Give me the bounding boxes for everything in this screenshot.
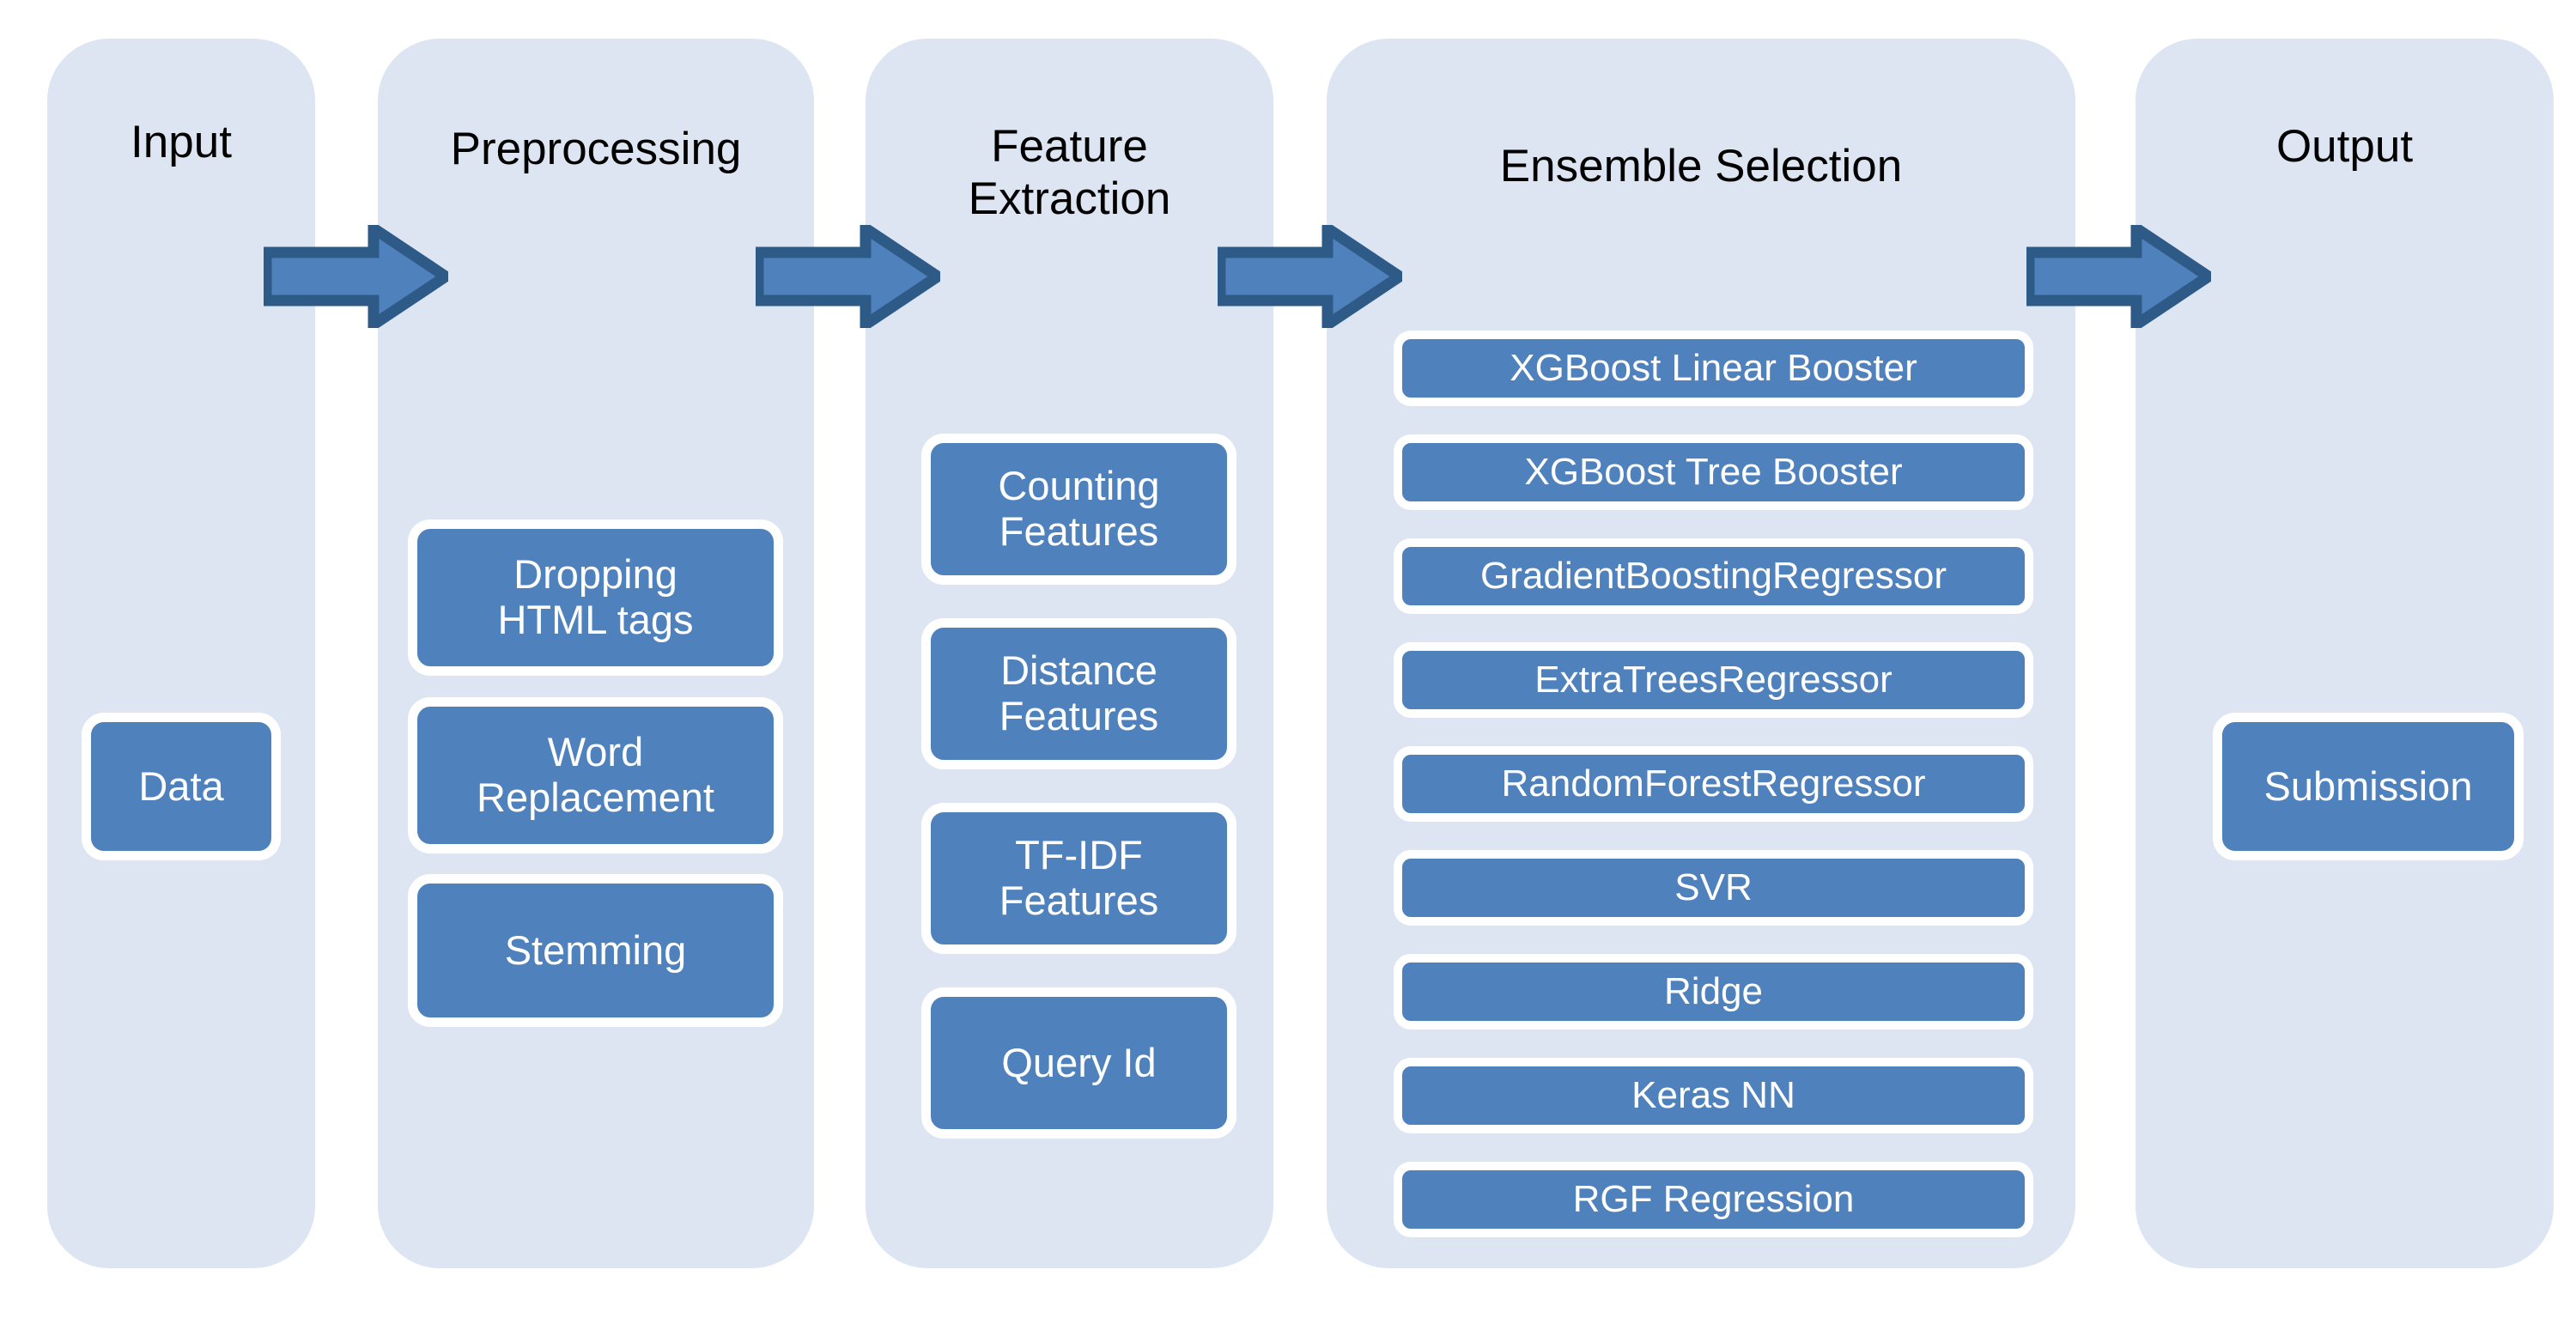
stage-title-ensemble-selection: Ensemble Selection (1499, 141, 1903, 191)
node-gradientboostingregressor[interactable]: GradientBoostingRegressor (1394, 538, 2033, 614)
node-ridge[interactable]: Ridge (1394, 954, 2033, 1029)
node-word-replacement[interactable]: Word Replacement (408, 697, 783, 853)
node-data[interactable]: Data (82, 713, 281, 860)
node-keras-nn[interactable]: Keras NN (1394, 1058, 2033, 1133)
node-dropping-html-tags[interactable]: Dropping HTML tags (408, 519, 783, 676)
stage-panel-output: Output (2136, 39, 2554, 1268)
arrow-input-to-preprocessing-icon (260, 217, 456, 336)
stage-title-output: Output (2275, 121, 2414, 172)
node-xgboost-tree-booster[interactable]: XGBoost Tree Booster (1394, 434, 2033, 510)
node-xgboost-linear-booster[interactable]: XGBoost Linear Booster (1394, 331, 2033, 406)
arrow-feature-extraction-to-ensemble-icon (1214, 217, 1410, 336)
node-query-id[interactable]: Query Id (921, 987, 1236, 1139)
node-stemming[interactable]: Stemming (408, 874, 783, 1027)
node-rgf-regression[interactable]: RGF Regression (1394, 1162, 2033, 1237)
node-extratreesregressor[interactable]: ExtraTreesRegressor (1394, 642, 2033, 718)
stage-panel-input: Input (47, 39, 315, 1268)
node-submission[interactable]: Submission (2213, 713, 2524, 860)
stage-title-input: Input (131, 117, 232, 167)
node-randomforestregressor[interactable]: RandomForestRegressor (1394, 746, 2033, 822)
arrow-ensemble-to-output-icon (2023, 217, 2219, 336)
node-counting-features[interactable]: Counting Features (921, 434, 1236, 585)
node-distance-features[interactable]: Distance Features (921, 618, 1236, 769)
node-svr[interactable]: SVR (1394, 850, 2033, 926)
stage-title-preprocessing: Preprocessing (450, 124, 742, 174)
stage-title-feature-extraction: Feature Extraction (968, 121, 1171, 225)
arrow-preprocessing-to-feature-extraction-icon (752, 217, 948, 336)
node-tf-idf-features[interactable]: TF-IDF Features (921, 803, 1236, 954)
